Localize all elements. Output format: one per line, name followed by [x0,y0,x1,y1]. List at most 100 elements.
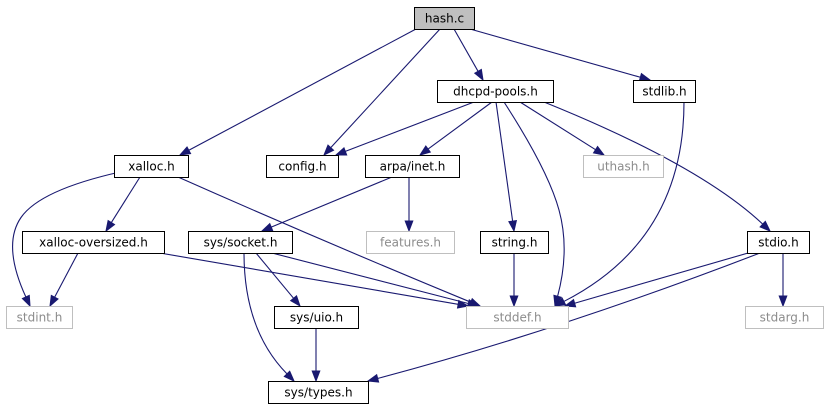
node-box [365,155,460,178]
node-label: sys/types.h [284,386,352,400]
edge-hash-c-to-config-h [323,28,441,157]
arrowhead [49,294,59,308]
edge-line [54,252,79,298]
edge-line [519,101,596,151]
node-label: arpa/inet.h [380,160,446,174]
edges-layer [12,28,788,383]
edge-line [110,176,141,223]
arrowhead [334,147,348,156]
node-stdio-h[interactable]: stdio.h [747,231,810,254]
node-box [747,231,810,254]
arrowhead [21,294,31,308]
node-sys-uio-h[interactable]: sys/uio.h [274,306,359,329]
node-label: sys/uio.h [290,311,343,325]
edge-xalloc-oversized-h-to-stdint-h [49,252,79,308]
arrowhead [473,68,484,82]
edge-dhcpd-pools-h-to-string-h [495,101,518,233]
edge-xalloc-oversized-h-to-stddef-h [159,252,470,309]
edge-line [453,28,479,72]
edge-dhcpd-pools-h-to-stddef-h [503,101,565,308]
edge-line [495,101,514,222]
arrowhead [283,370,295,383]
node-sys-types-h[interactable]: sys/types.h [268,381,369,404]
arrowhead [553,294,563,308]
arrowhead [178,146,192,156]
edge-sys-socket-h-to-stddef-h [271,252,480,308]
arrowhead [311,370,321,383]
node-box [437,80,554,103]
edge-xalloc-h-to-xalloc-oversized-h [105,176,141,233]
node-label: config.h [278,160,326,174]
node-string-h[interactable]: string.h [480,231,549,254]
arrowhead [105,219,116,233]
node-box [366,231,455,254]
edge-line [469,28,641,78]
arrowhead [418,145,432,156]
arrowhead [638,72,652,82]
edge-line [271,252,469,305]
node-box [114,155,189,178]
edge-line [345,101,475,152]
node-box [268,381,369,404]
node-features-h: features.h [366,231,455,254]
edge-line [177,176,471,303]
edge-line [427,101,493,150]
arrowhead [508,219,518,233]
edge-hash-c-to-dhcpd-pools-h [453,28,484,82]
node-dhcpd-pools-h[interactable]: dhcpd-pools.h [437,80,554,103]
node-box [480,231,549,254]
node-config-h[interactable]: config.h [266,155,339,178]
node-label: string.h [492,236,538,250]
edge-dhcpd-pools-h-to-arpa-inet-h [418,101,493,156]
edge-hash-c-to-stdlib-h [469,28,652,82]
arrowhead [509,295,519,308]
node-box [188,231,293,254]
edge-arpa-inet-h-to-features-h [404,177,414,233]
node-label: hash.c [425,12,464,26]
arrowhead [404,220,414,233]
edge-line [271,176,393,228]
arrowhead [260,222,274,232]
edge-dhcpd-pools-h-to-uthash-h [519,101,606,156]
node-hash-c[interactable]: hash.c [414,7,475,30]
node-box [266,155,339,178]
node-label: stdlib.h [642,85,686,99]
node-box [466,306,569,329]
node-sys-socket-h[interactable]: sys/socket.h [188,231,293,254]
edge-line [243,252,288,375]
edge-stdlib-h-to-stddef-h [553,101,685,307]
arrowhead [456,299,470,309]
node-arpa-inet-h[interactable]: arpa/inet.h [365,155,460,178]
arrowhead [289,295,301,308]
arrowhead [323,144,335,157]
node-label: features.h [380,236,441,250]
edge-line [574,250,756,304]
node-label: stddef.h [493,311,541,325]
node-label: stdio.h [758,236,798,250]
node-box [583,155,664,178]
node-box [633,80,696,103]
edge-stdio-h-to-stdarg-h [778,253,788,308]
arrowhead [366,373,380,383]
edge-sys-socket-h-to-sys-types-h [243,252,295,383]
node-xalloc-h[interactable]: xalloc.h [114,155,189,178]
arrowhead [759,220,772,232]
edge-line [159,252,459,305]
edge-hash-c-to-xalloc-h [178,28,417,156]
node-box [274,306,359,329]
node-label: sys/socket.h [204,236,278,250]
arrowhead [553,297,567,307]
node-box [414,7,475,30]
nodes-layer: hash.c dhcpd-pools.h stdlib.h xalloc.h confi… [6,7,824,404]
edge-sys-socket-h-to-sys-uio-h [255,252,301,308]
node-xalloc-oversized-h[interactable]: xalloc-oversized.h [22,231,165,254]
node-box [745,306,824,329]
node-stddef-h: stddef.h [466,306,569,329]
node-label: dhcpd-pools.h [453,85,538,99]
edge-dhcpd-pools-h-to-config-h [334,101,475,156]
node-label: uthash.h [597,160,650,174]
node-stdlib-h[interactable]: stdlib.h [633,80,696,103]
node-label: stdint.h [17,311,63,325]
edge-stdio-h-to-stddef-h [563,250,756,308]
